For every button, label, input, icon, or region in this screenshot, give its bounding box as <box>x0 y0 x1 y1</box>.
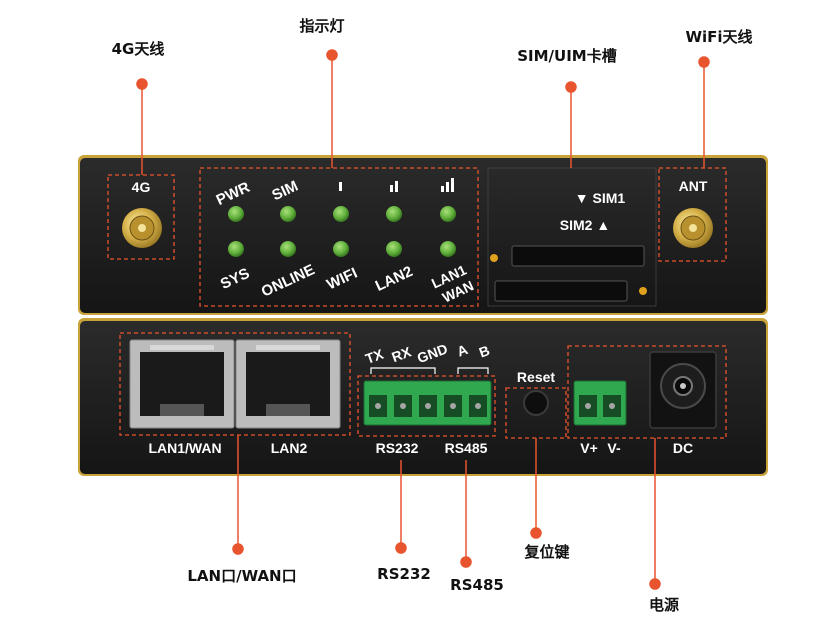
callout-dot-indicator <box>326 49 338 61</box>
reset-panel-label: Reset <box>517 369 555 385</box>
lan1-wan-label: LAN1/WAN <box>148 440 221 456</box>
led-signal-3 <box>440 206 456 222</box>
led-signal-1 <box>333 206 349 222</box>
terminal-label-tx: TX <box>363 345 386 366</box>
led-signal-2 <box>386 206 402 222</box>
callout-dot-sim <box>565 81 577 93</box>
sim1-slot[interactable] <box>511 245 645 267</box>
back-panel: LAN1/WAN LAN2 TX RX GND A B RS232 RS485 … <box>78 318 768 476</box>
signal-2-bars-icon <box>390 181 398 192</box>
callout-dot-lan <box>232 543 244 555</box>
antenna-4g-label: 4G <box>132 179 151 195</box>
led-lan2 <box>386 241 402 257</box>
callout-label-rs232: RS232 <box>377 565 431 583</box>
antenna-4g-box <box>107 174 175 260</box>
rs232-bracket <box>370 367 436 374</box>
led-online <box>280 241 296 257</box>
rs232-panel-label: RS232 <box>376 440 419 456</box>
callout-label-rs485: RS485 <box>450 576 504 594</box>
lan-ports-box <box>119 332 351 436</box>
reset-button[interactable] <box>523 390 549 416</box>
power-box <box>567 345 727 439</box>
callout-dot-power <box>649 578 661 590</box>
terminal-label-rx: RX <box>389 343 413 365</box>
front-panel: 4G PWR SIM <box>78 155 768 315</box>
led-row-bottom <box>228 241 456 257</box>
terminal-box <box>357 375 496 437</box>
antenna-4g-connector-icon <box>122 208 162 248</box>
vminus-label: V- <box>607 440 621 456</box>
led-wifi <box>333 241 349 257</box>
sim2-indicator-dot <box>639 287 647 295</box>
antenna-wifi-connector-icon <box>673 208 713 248</box>
led-sim <box>280 206 296 222</box>
callout-dot-reset <box>530 527 542 539</box>
callout-dot-wifi <box>698 56 710 68</box>
callout-lines <box>136 49 710 590</box>
callout-dot-rs485 <box>460 556 472 568</box>
lan2-label: LAN2 <box>271 440 308 456</box>
callout-dot-rs232 <box>395 542 407 554</box>
led-area-box <box>199 167 479 307</box>
led-lan1-wan <box>440 241 456 257</box>
led-sys <box>228 241 244 257</box>
lan1-wan-port[interactable] <box>129 339 235 429</box>
callout-label-reset: 复位键 <box>523 543 569 561</box>
callout-label-indicator: 指示灯 <box>299 17 344 35</box>
sim2-slot[interactable] <box>494 280 628 302</box>
lan2-port[interactable] <box>235 339 341 429</box>
antenna-wifi-box <box>658 167 727 262</box>
power-terminal-connector[interactable] <box>573 380 627 426</box>
sim2-label: SIM2 ▲ <box>560 217 610 233</box>
led-row-top <box>228 206 456 222</box>
dc-jack[interactable] <box>649 351 717 429</box>
callout-dot-4g <box>136 78 148 90</box>
front-panel-housing <box>80 158 766 313</box>
sim1-label: ▼ SIM1 <box>575 190 626 206</box>
callout-label-power: 电源 <box>649 596 679 614</box>
rs485-bracket <box>457 367 489 374</box>
callout-label-4g-antenna: 4G天线 <box>112 40 165 58</box>
led-pwr <box>228 206 244 222</box>
callout-labels: 4G天线 指示灯 SIM/UIM卡槽 WiFi天线 LAN口/WAN口 RS23… <box>112 17 753 614</box>
signal-1-bar-icon <box>339 182 342 191</box>
signal-3-bars-icon <box>441 178 454 192</box>
callout-label-wifi-antenna: WiFi天线 <box>685 28 752 46</box>
callout-label-sim-slot: SIM/UIM卡槽 <box>517 47 616 65</box>
sim1-indicator-dot <box>490 254 498 262</box>
vplus-label: V+ <box>580 440 598 456</box>
terminal-block-connector[interactable] <box>363 380 492 426</box>
sim-slot-area <box>487 167 657 307</box>
callout-label-lan-wan: LAN口/WAN口 <box>187 567 296 585</box>
rs485-panel-label: RS485 <box>445 440 488 456</box>
dc-label: DC <box>673 440 693 456</box>
ant-label: ANT <box>679 178 708 194</box>
